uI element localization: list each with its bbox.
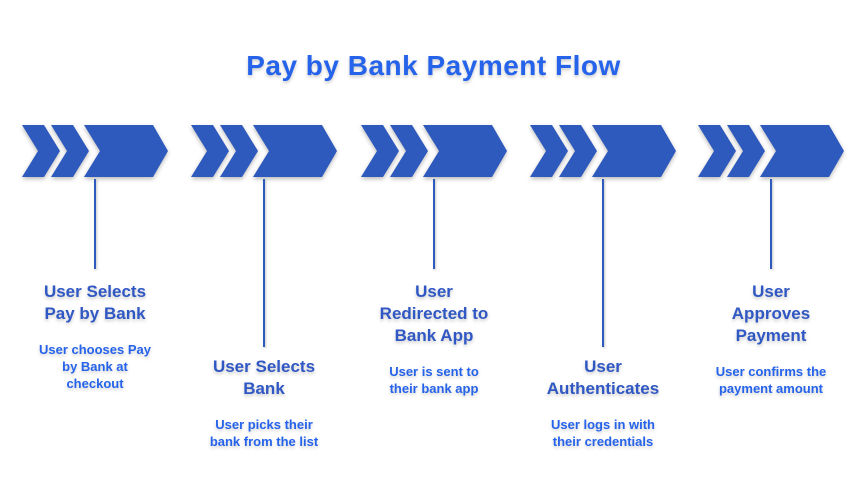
flow-step: User Selects Bank User picks their bank … — [179, 125, 349, 485]
step-heading: User Authenticates — [546, 357, 660, 398]
chevron-arrow-icon — [191, 125, 337, 177]
step-description: User chooses Pay by Bank at checkout — [38, 342, 151, 391]
step-heading: User Selects Pay by Bank — [43, 282, 147, 323]
chevron-arrow-icon — [22, 125, 168, 177]
chevron-arrow-icon — [530, 125, 676, 177]
connector-line — [263, 179, 265, 347]
step-heading: User Selects Bank — [212, 357, 316, 398]
flow-step: User Selects Pay by Bank User chooses Pa… — [10, 125, 180, 485]
connector-line — [94, 179, 96, 269]
flow-step: User Approves Payment User confirms the … — [686, 125, 856, 485]
chevron-arrow-icon — [698, 125, 844, 177]
step-description: User logs in with their credentials — [550, 417, 655, 449]
step-description: User picks their bank from the list — [209, 417, 319, 449]
connector-line — [770, 179, 772, 269]
connector-line — [433, 179, 435, 269]
step-description: User is sent to their bank app — [389, 364, 479, 396]
flow-step: User Redirected to Bank App User is sent… — [349, 125, 519, 485]
diagram-title: Pay by Bank Payment Flow — [246, 50, 621, 81]
chevron-arrow-icon — [361, 125, 507, 177]
flow-step: User Authenticates User logs in with the… — [518, 125, 688, 485]
connector-line — [602, 179, 604, 347]
step-heading: User Redirected to Bank App — [379, 282, 489, 345]
step-description: User confirms the payment amount — [715, 364, 827, 396]
step-heading: User Approves Payment — [731, 282, 811, 345]
